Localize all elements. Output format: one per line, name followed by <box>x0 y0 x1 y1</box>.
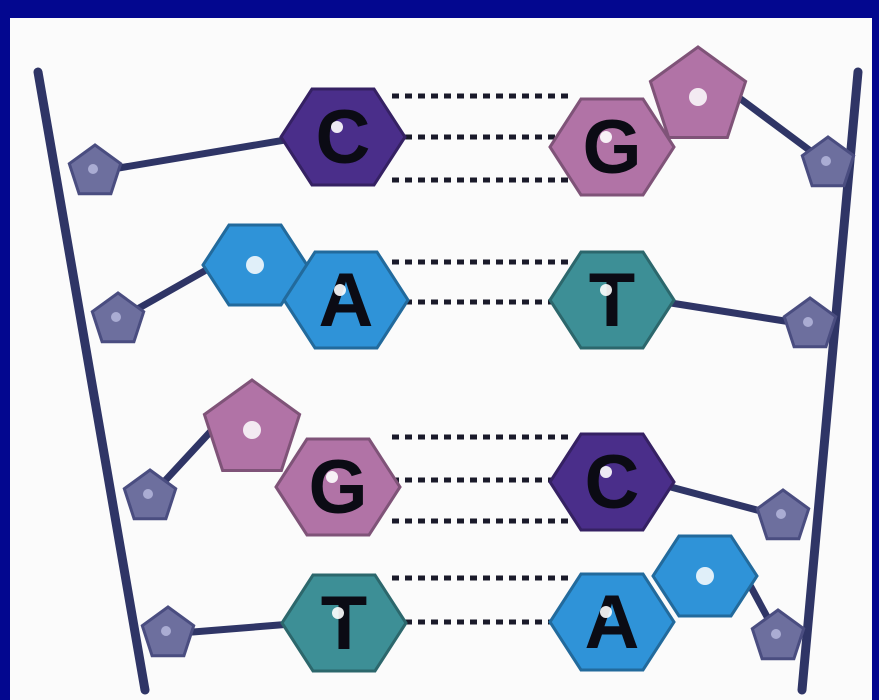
sugar-nodes-layer <box>67 135 856 661</box>
base-ring-highlight <box>696 567 714 585</box>
hydrogen-bonds-layer <box>392 93 572 625</box>
left-base-T-body <box>280 573 408 673</box>
base-label-highlight <box>326 471 338 483</box>
sugar-highlight <box>771 629 781 639</box>
right-base-A-body <box>548 572 676 672</box>
base-label-highlight <box>331 121 343 133</box>
base-ring-highlight <box>689 88 707 106</box>
right-base-label: C <box>585 440 640 525</box>
left-base-C-body <box>279 87 407 187</box>
sugar-highlight <box>143 489 153 499</box>
right-base-T-body <box>548 250 676 350</box>
left-backbone-strand <box>33 67 150 695</box>
base-ring-highlight <box>243 421 261 439</box>
left-base-label: C <box>316 95 371 180</box>
right-base-C-body <box>548 432 676 532</box>
base-label-highlight <box>600 606 612 618</box>
right-base-G-body <box>548 97 676 197</box>
sugar-highlight <box>88 164 98 174</box>
left-base-label: T <box>321 581 367 666</box>
base-label-highlight <box>600 284 612 296</box>
right-base-label: G <box>582 105 641 190</box>
sugar-highlight <box>803 317 813 327</box>
left-base-A-body <box>282 250 410 350</box>
sugar-highlight <box>111 312 121 322</box>
base-label-highlight <box>600 466 612 478</box>
base-label-highlight <box>332 607 344 619</box>
sugar-highlight <box>161 626 171 636</box>
left-base-G-body <box>274 437 402 537</box>
sugar-highlight <box>776 509 786 519</box>
right-sugar-base-link <box>648 296 814 329</box>
base-label-highlight <box>334 284 346 296</box>
right-base-label: T <box>589 258 635 343</box>
left-sugar-base-link <box>91 133 307 176</box>
right-base-label: A <box>585 580 640 665</box>
base-ring-highlight <box>246 256 264 274</box>
left-base-label: A <box>319 258 374 343</box>
sugar-highlight <box>821 156 831 166</box>
left-base-label: G <box>308 445 367 530</box>
base-label-highlight <box>600 131 612 143</box>
